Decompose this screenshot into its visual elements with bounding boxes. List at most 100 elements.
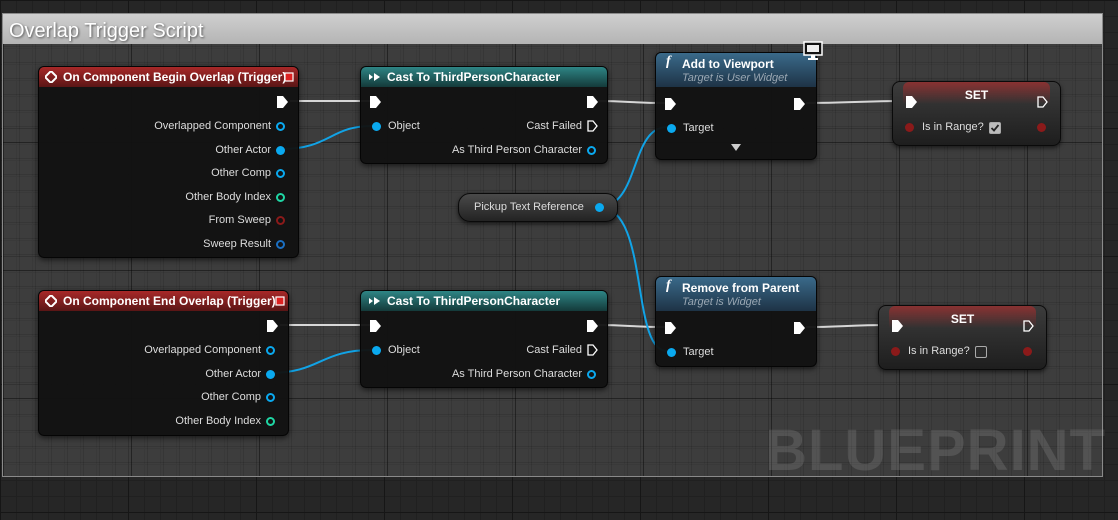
exec-out-pin[interactable] [1037,96,1048,108]
pin-label: Object [388,344,420,356]
as-third-person-pin[interactable] [587,146,596,155]
pin-label: As Third Person Character [451,368,582,380]
as-third-person-pin[interactable] [587,370,596,379]
exec-in-pin[interactable] [370,320,381,332]
red-square-icon [275,296,285,306]
node-header: Cast To ThirdPersonCharacter [361,291,607,311]
pin-label: Other Actor [205,368,261,380]
function-f-icon: f [666,278,671,293]
exec-out-pin[interactable] [794,322,805,334]
overlapped-component-pin[interactable] [266,346,275,355]
event-diamond-icon [45,71,57,83]
target-pin[interactable] [667,348,676,357]
triangle-down-icon[interactable] [731,144,741,152]
pickup-text-pin[interactable] [595,203,604,212]
remove-from-parent-node[interactable]: f Remove from Parent Target is Widget Ta… [655,276,817,367]
node-title: Cast To ThirdPersonCharacter [387,294,561,308]
variable-label: Pickup Text Reference [474,201,584,213]
node-header: Cast To ThirdPersonCharacter [361,67,607,87]
set-title: SET [964,88,989,102]
cast-node-bottom[interactable]: Cast To ThirdPersonCharacter Object Cast… [360,290,608,388]
node-header: On Component End Overlap (Trigger) [39,291,288,311]
exec-in-pin[interactable] [906,96,917,108]
set-title: SET [950,312,975,326]
pin-label: Sweep Result [203,238,271,250]
cast-arrow-icon [369,297,380,305]
node-subtitle: Target is Widget [682,296,761,308]
blueprint-watermark: BLUEPRINT [765,418,1106,483]
node-title: Cast To ThirdPersonCharacter [387,70,561,84]
node-title: Remove from Parent [682,281,800,295]
exec-out-pin[interactable] [1023,320,1034,332]
pin-label: Cast Failed [526,120,582,132]
object-pin[interactable] [372,122,381,131]
exec-out-pin[interactable] [794,98,805,110]
add-to-viewport-node[interactable]: f Add to Viewport Target is User Widget … [655,41,823,160]
pin-label: Other Body Index [185,191,271,203]
bool-out-pin[interactable] [1037,123,1046,132]
target-pin[interactable] [667,124,676,133]
end-overlap-node[interactable]: On Component End Overlap (Trigger) Overl… [38,290,289,436]
event-diamond-icon [45,295,57,307]
node-header: f Remove from Parent Target is Widget [656,277,816,311]
pin-label: Object [388,120,420,132]
set-node-top[interactable]: SET Is in Range? [892,81,1061,146]
cast-node-top[interactable]: Cast To ThirdPersonCharacter Object Cast… [360,66,608,164]
pin-label: Other Comp [211,167,271,179]
node-header: f Add to Viewport Target is User Widget [656,53,816,87]
other-comp-pin[interactable] [266,393,275,402]
pin-label: Other Actor [215,144,271,156]
other-body-index-pin[interactable] [276,193,285,202]
exec-in-pin[interactable] [665,98,676,110]
exec-out-pin[interactable] [587,320,598,332]
node-subtitle: Target is User Widget [682,72,788,84]
other-comp-pin[interactable] [276,169,285,178]
node-title: Add to Viewport [682,57,774,71]
set-header-glow [903,82,1050,104]
is-in-range-checkbox[interactable] [975,346,987,358]
pin-label: Target [683,122,714,134]
cast-arrow-icon [369,73,380,81]
cast-failed-pin[interactable] [587,344,598,356]
exec-out-pin[interactable] [277,96,288,108]
pin-label: From Sweep [208,214,271,226]
other-body-index-pin[interactable] [266,417,275,426]
is-in-range-checkbox[interactable] [989,122,1001,134]
pin-label: Other Comp [201,391,261,403]
function-f-icon: f [666,54,671,69]
pin-label: As Third Person Character [451,144,582,156]
comment-title[interactable]: Overlap Trigger Script [3,14,1102,44]
sweep-result-pin[interactable] [276,240,285,249]
check-icon [990,124,1000,132]
pin-label: Other Body Index [175,415,261,427]
cast-failed-pin[interactable] [587,120,598,132]
set-node-bottom[interactable]: SET Is in Range? [878,305,1047,370]
pin-label: Target [683,346,714,358]
begin-overlap-node[interactable]: On Component Begin Overlap (Trigger) Ove… [38,66,299,258]
pin-label: Is in Range? [922,121,984,133]
exec-in-pin[interactable] [892,320,903,332]
other-actor-pin[interactable] [266,370,275,379]
object-pin[interactable] [372,346,381,355]
node-title: On Component End Overlap (Trigger) [63,294,276,308]
overlapped-component-pin[interactable] [276,122,285,131]
exec-in-pin[interactable] [370,96,381,108]
other-actor-pin[interactable] [276,146,285,155]
node-title: On Component Begin Overlap (Trigger) [63,70,287,84]
pin-label: Overlapped Component [144,344,261,356]
node-header: On Component Begin Overlap (Trigger) [39,67,298,87]
from-sweep-pin[interactable] [276,216,285,225]
pin-label: Cast Failed [526,344,582,356]
pin-label: Overlapped Component [154,120,271,132]
exec-in-pin[interactable] [665,322,676,334]
bool-in-pin[interactable] [891,347,900,356]
pickup-text-reference-node[interactable]: Pickup Text Reference [458,193,618,222]
bool-out-pin[interactable] [1023,347,1032,356]
exec-out-pin[interactable] [267,320,278,332]
pin-label: Is in Range? [908,345,970,357]
exec-out-pin[interactable] [587,96,598,108]
set-header-glow [889,306,1036,328]
monitor-icon [803,41,823,60]
red-square-icon [284,72,294,82]
bool-in-pin[interactable] [905,123,914,132]
